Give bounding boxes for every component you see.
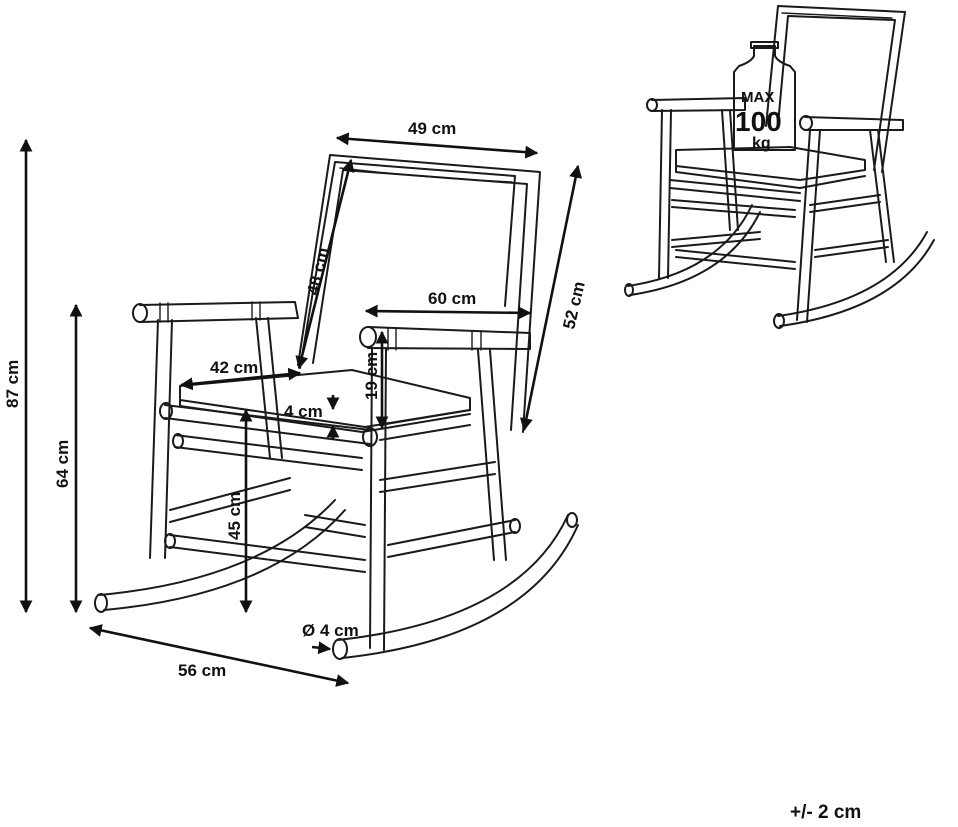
tolerance-note: +/- 2 cm bbox=[790, 802, 862, 823]
label-total-height: 87 cm bbox=[3, 360, 22, 408]
label-side-height: 52 cm bbox=[559, 280, 588, 331]
label-cushion-thickness: 4 cm bbox=[284, 402, 323, 421]
badge-max: MAX bbox=[741, 89, 774, 106]
dimension-labels: 49 cm 48 cm 60 cm 52 cm 42 cm 19 cm 4 cm… bbox=[3, 119, 589, 680]
dimension-lines bbox=[19, 132, 583, 687]
load-chair-drawing bbox=[624, 5, 935, 329]
label-seat-height: 45 cm bbox=[225, 492, 244, 540]
label-arm-height-above-seat: 19 cm bbox=[362, 352, 381, 400]
main-chair-drawing bbox=[94, 154, 579, 660]
label-back-width: 49 cm bbox=[408, 119, 456, 138]
label-back-height: 48 cm bbox=[303, 246, 332, 297]
load-capacity-badge: MAX 100 kg bbox=[735, 89, 782, 152]
badge-unit: kg bbox=[752, 135, 771, 152]
label-arm-height: 64 cm bbox=[53, 440, 72, 488]
label-rocker-length: 56 cm bbox=[178, 661, 226, 680]
label-arm-depth: 60 cm bbox=[428, 289, 476, 308]
badge-value: 100 bbox=[735, 106, 782, 137]
label-seat-depth: 42 cm bbox=[210, 358, 258, 377]
label-tube-diameter: Ø 4 cm bbox=[302, 621, 359, 640]
